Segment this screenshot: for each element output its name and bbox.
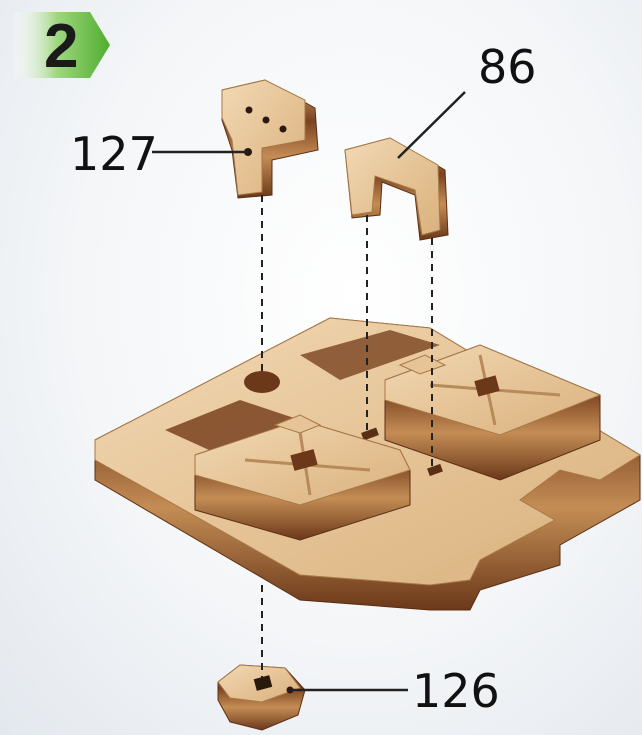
part-126-piece [218, 665, 305, 730]
label-127: 127 [70, 131, 158, 177]
label-126: 126 [412, 668, 500, 714]
part-86-piece [345, 138, 448, 240]
label-86: 86 [478, 44, 537, 90]
base-hole [244, 371, 280, 393]
leader-86 [398, 92, 465, 158]
part-127-piece [222, 80, 318, 198]
